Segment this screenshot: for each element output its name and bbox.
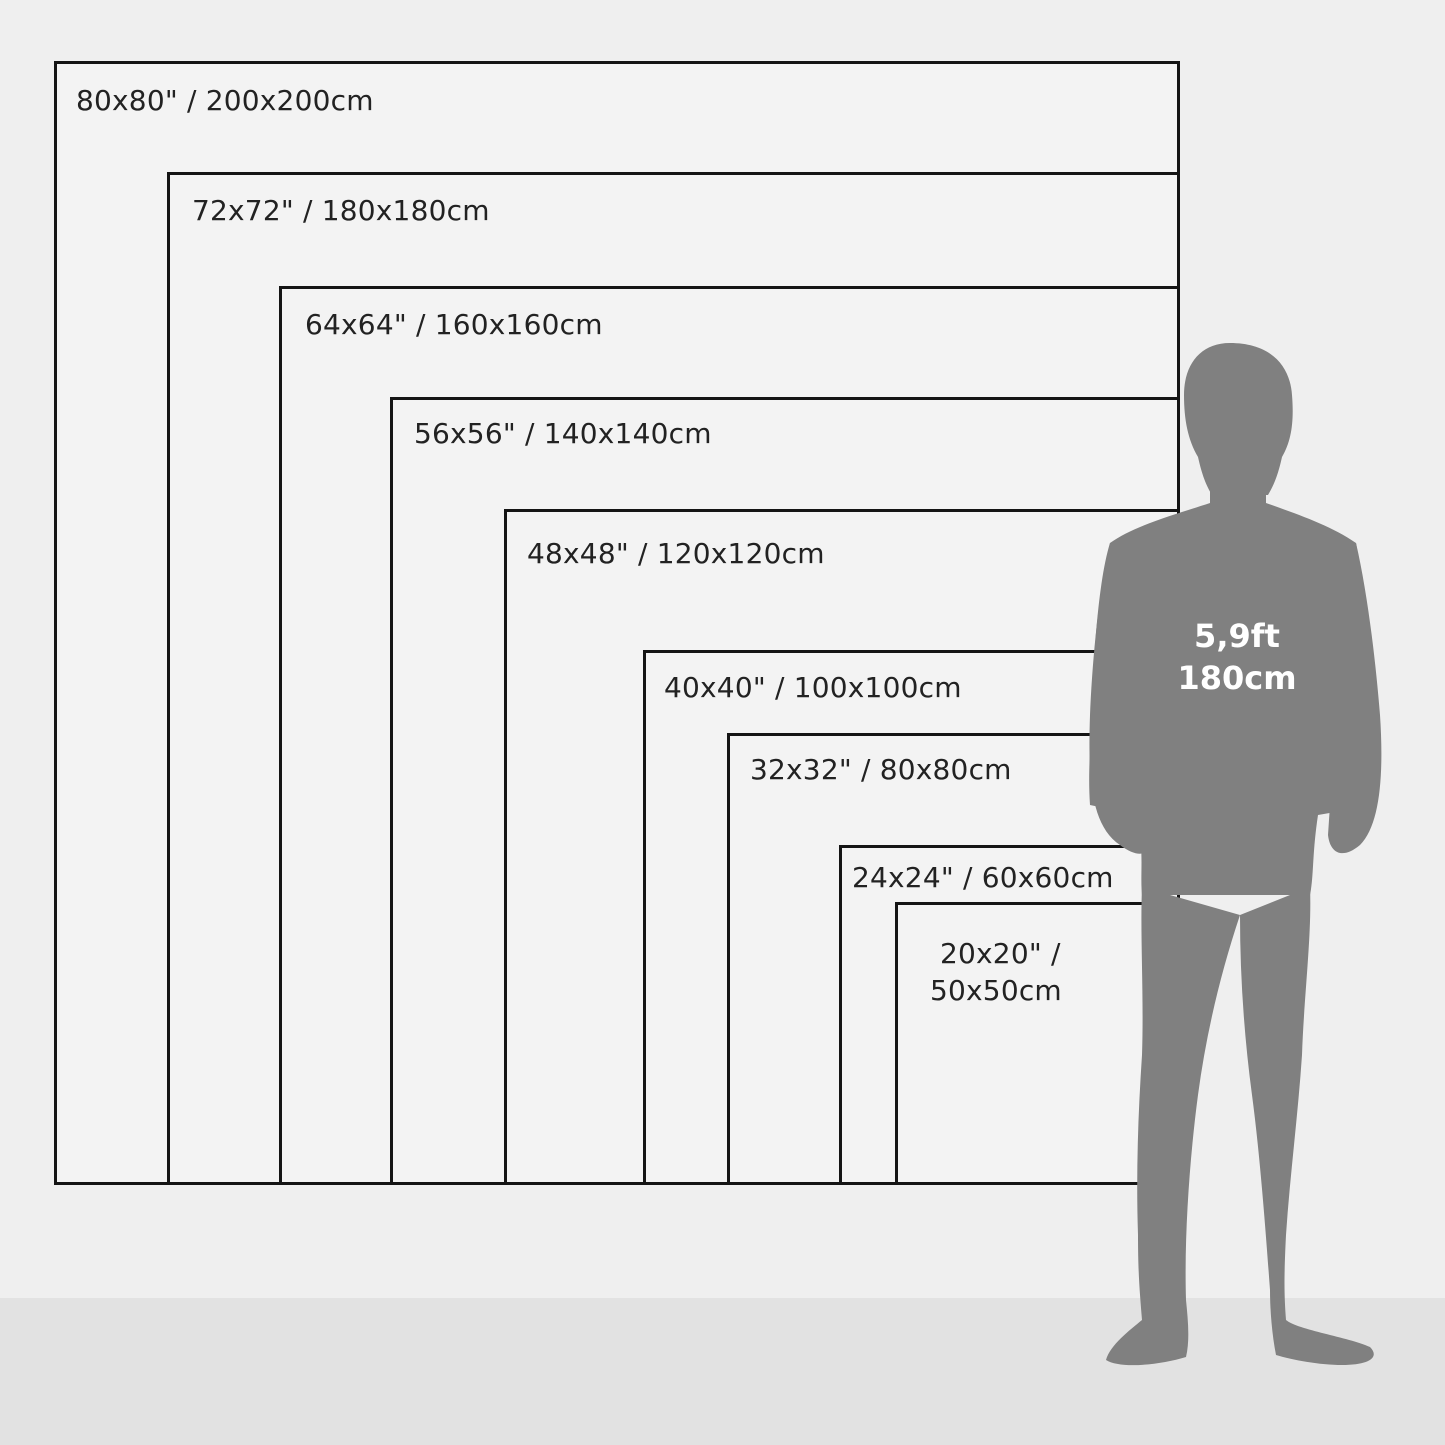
- frame-label-180cm: 72x72" / 180x180cm: [192, 194, 490, 227]
- frame-label-80cm: 32x32" / 80x80cm: [750, 753, 1012, 786]
- frame-label-100cm: 40x40" / 100x100cm: [664, 671, 962, 704]
- frame-label-160cm: 64x64" / 160x160cm: [305, 308, 603, 341]
- person-silhouette-icon: [1089, 343, 1382, 1366]
- frame-label-200cm: 80x80" / 200x200cm: [76, 84, 374, 117]
- frame-label-60cm: 24x24" / 60x60cm: [852, 861, 1114, 894]
- person-height-ft: 5,9ft: [1194, 617, 1280, 655]
- frame-label-120cm: 48x48" / 120x120cm: [527, 537, 825, 570]
- frame-label-50cm-line2: 50x50cm: [930, 974, 1062, 1007]
- frame-label-140cm: 56x56" / 140x140cm: [414, 417, 712, 450]
- floor: [0, 1298, 1445, 1445]
- person-height-cm: 180cm: [1177, 659, 1297, 697]
- frame-label-50cm-line1: 20x20" /: [940, 937, 1061, 970]
- frame-50cm: [895, 902, 1180, 1185]
